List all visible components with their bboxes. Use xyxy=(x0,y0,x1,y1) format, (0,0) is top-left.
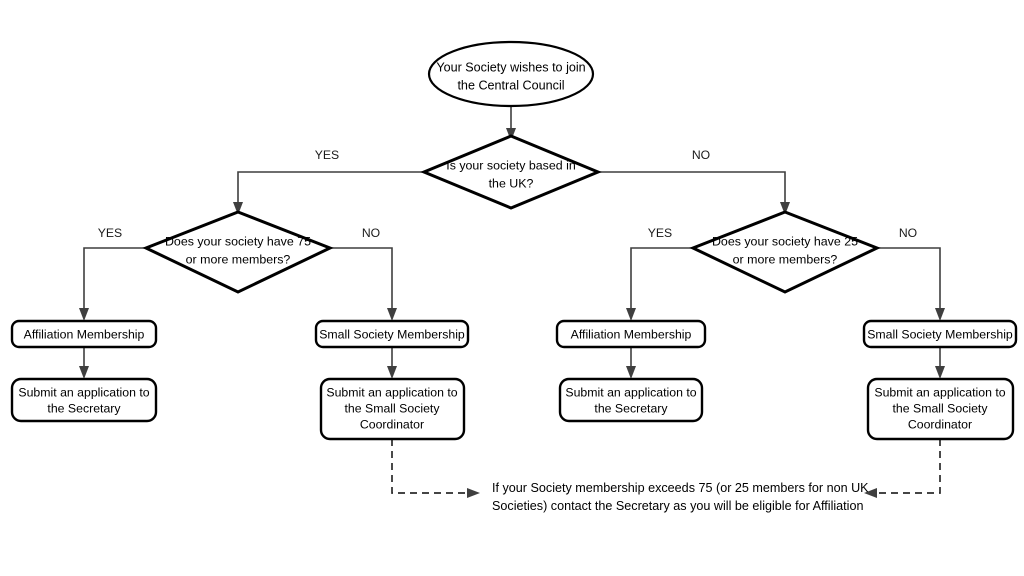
connector-nonuk-members-yes xyxy=(626,247,693,321)
start-node-line1: Your Society wishes to join xyxy=(436,60,585,74)
action-nonuk-yes-line2: the Secretary xyxy=(594,401,668,415)
decision-uk-members-line2: or more members? xyxy=(186,252,291,266)
connector-uk-yes-branch xyxy=(233,171,424,215)
connector-nonuk-members-no xyxy=(877,247,945,321)
connector-uk-yes-membership-to-action xyxy=(79,347,89,379)
membership-label-nonuk-yes: Affiliation Membership xyxy=(571,327,692,341)
action-uk-no-line3: Coordinator xyxy=(360,417,424,431)
action-nonuk-no-line2: the Small Society xyxy=(892,401,988,415)
action-uk-no-line1: Submit an application to xyxy=(326,385,457,399)
connector-nonuk-no-membership-to-action xyxy=(935,347,945,379)
branch-label-uk-yes: YES xyxy=(315,148,339,162)
action-uk-yes-line1: Submit an application to xyxy=(18,385,149,399)
start-node[interactable]: Your Society wishes to join the Central … xyxy=(427,40,595,108)
decision-uk-members-line1: Does your society have 75 xyxy=(165,234,311,248)
branch-label-uk-members-no: NO xyxy=(362,226,380,240)
decision-nonuk-members-line1: Does your society have 25 xyxy=(712,234,858,248)
start-node-line2: the Central Council xyxy=(457,78,564,92)
branch-label-uk-members-yes: YES xyxy=(98,226,122,240)
membership-label-nonuk-no: Small Society Membership xyxy=(867,327,1013,341)
action-nonuk-no-line3: Coordinator xyxy=(908,417,972,431)
decision-nonuk-members-line2: or more members? xyxy=(733,252,838,266)
connector-uk-members-no xyxy=(330,247,397,321)
action-uk-no-line2: the Small Society xyxy=(344,401,440,415)
connector-uk-no-membership-to-action xyxy=(387,347,397,379)
action-nonuk-no-line1: Submit an application to xyxy=(874,385,1005,399)
branch-label-nonuk-members-yes: YES xyxy=(648,226,672,240)
footnote-note: If your Society membership exceeds 75 (o… xyxy=(492,481,869,513)
connector-uk-no-branch xyxy=(598,171,790,215)
decision-uk-node[interactable]: Is your society based in the UK? xyxy=(420,134,602,210)
branch-label-uk-no: NO xyxy=(692,148,710,162)
membership-box-nonuk-no[interactable]: Small Society Membership xyxy=(862,319,1018,349)
action-box-nonuk-no[interactable]: Submit an application to the Small Socie… xyxy=(866,377,1015,441)
connector-nonuk-yes-membership-to-action xyxy=(626,347,636,379)
membership-box-uk-yes[interactable]: Affiliation Membership xyxy=(10,319,158,349)
decision-nonuk-members-node[interactable]: Does your society have 25 or more member… xyxy=(689,210,881,294)
footnote-line1: If your Society membership exceeds 75 (o… xyxy=(492,481,869,495)
footnote-line2: Societies) contact the Secretary as you … xyxy=(492,499,863,513)
membership-label-uk-yes: Affiliation Membership xyxy=(24,327,145,341)
branch-label-nonuk-members-no: NO xyxy=(899,226,917,240)
action-box-uk-yes[interactable]: Submit an application to the Secretary xyxy=(10,377,158,423)
decision-uk-line2: the UK? xyxy=(489,176,534,190)
connector-dashed-uk-no-to-note xyxy=(391,439,480,498)
action-box-nonuk-yes[interactable]: Submit an application to the Secretary xyxy=(558,377,704,423)
action-uk-yes-line2: the Secretary xyxy=(47,401,121,415)
decision-uk-members-node[interactable]: Does your society have 75 or more member… xyxy=(142,210,334,294)
membership-box-uk-no[interactable]: Small Society Membership xyxy=(314,319,470,349)
connector-uk-members-yes xyxy=(79,247,146,321)
action-nonuk-yes-line1: Submit an application to xyxy=(565,385,696,399)
connector-dashed-nonuk-no-to-note xyxy=(864,439,941,498)
membership-box-nonuk-yes[interactable]: Affiliation Membership xyxy=(555,319,707,349)
decision-uk-line1: Is your society based in xyxy=(446,158,576,172)
membership-label-uk-no: Small Society Membership xyxy=(319,327,465,341)
action-box-uk-no[interactable]: Submit an application to the Small Socie… xyxy=(319,377,466,441)
